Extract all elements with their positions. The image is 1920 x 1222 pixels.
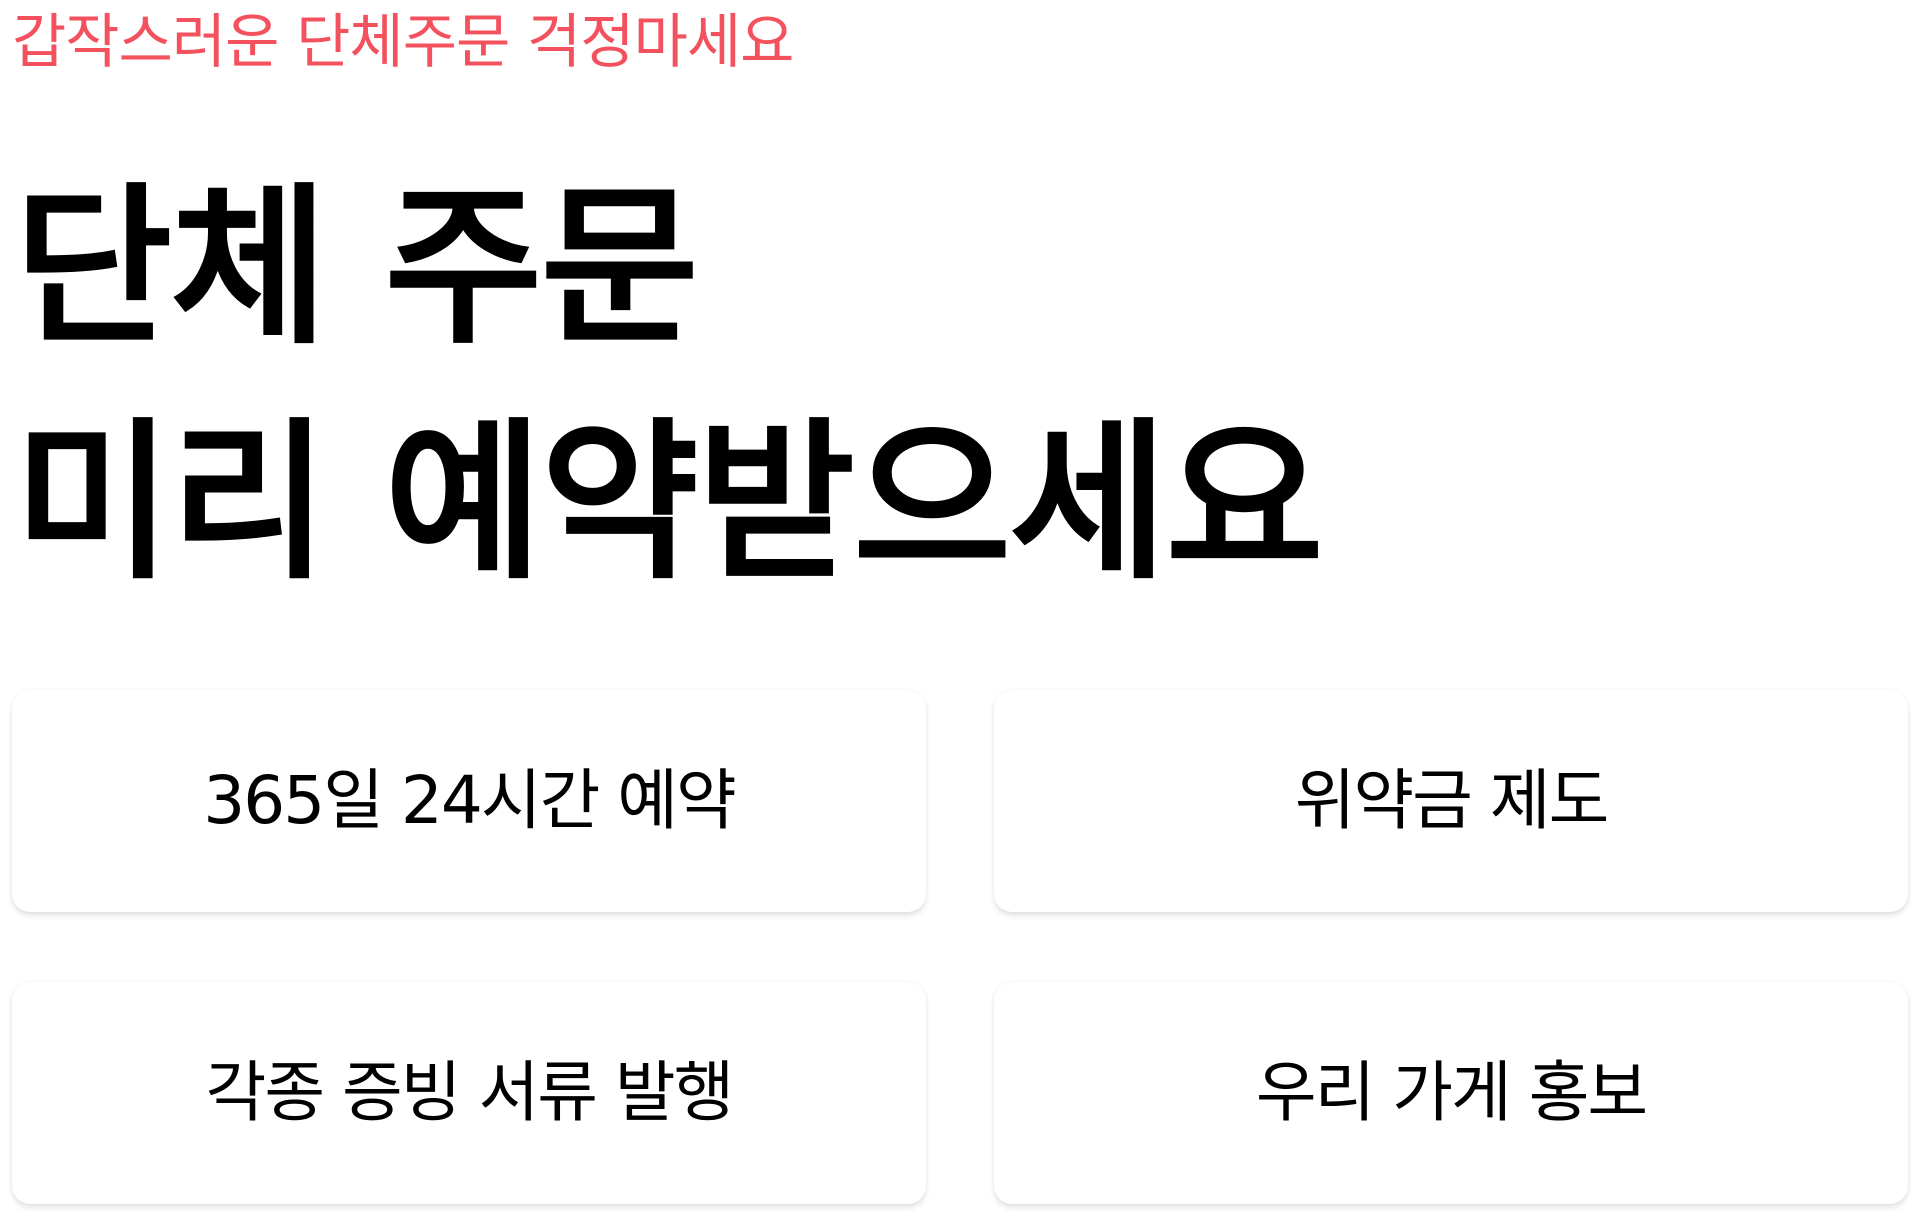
headline-line-2: 미리 예약받으세요 bbox=[14, 402, 1324, 603]
feature-grid: 365일 24시간 예약 위약금 제도 각종 증빙 서류 발행 우리 가게 홍보 bbox=[12, 690, 1908, 1204]
headline-line-1: 단체 주문 bbox=[14, 167, 699, 368]
feature-card-label: 위약금 제도 bbox=[1294, 762, 1610, 839]
feature-card-store-promotion[interactable]: 우리 가게 홍보 bbox=[994, 982, 1908, 1204]
page-headline: 단체 주문 미리 예약받으세요 bbox=[14, 150, 1324, 620]
feature-card-label: 각종 증빙 서류 발행 bbox=[205, 1054, 735, 1131]
feature-card-label: 우리 가게 홍보 bbox=[1255, 1054, 1648, 1131]
feature-card-label: 365일 24시간 예약 bbox=[203, 762, 737, 839]
feature-card-24h-reservation[interactable]: 365일 24시간 예약 bbox=[12, 690, 926, 912]
feature-card-receipt-issuance[interactable]: 각종 증빙 서류 발행 bbox=[12, 982, 926, 1204]
eyebrow-text: 갑작스러운 단체주문 걱정마세요 bbox=[12, 7, 794, 76]
feature-card-penalty-policy[interactable]: 위약금 제도 bbox=[994, 690, 1908, 912]
